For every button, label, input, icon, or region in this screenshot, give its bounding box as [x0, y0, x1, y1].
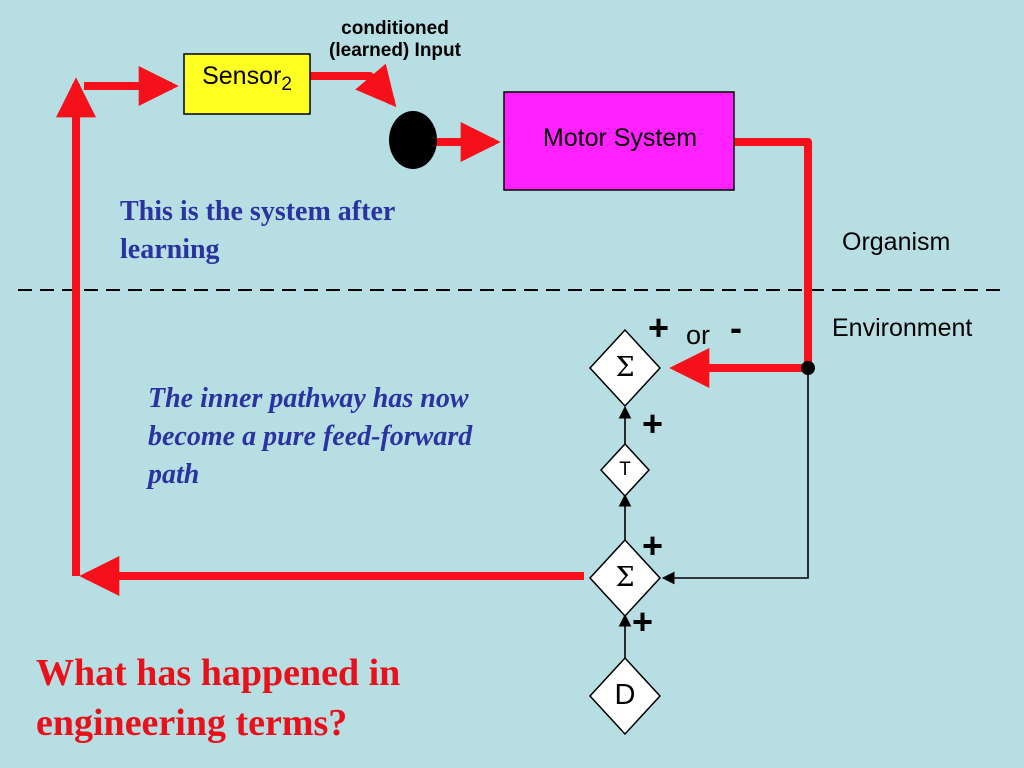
plus-sign-disturbance: +	[632, 601, 654, 642]
plus-sign-delay: +	[642, 403, 664, 444]
environment-feedback-line	[661, 368, 809, 585]
sum-node-bottom	[588, 538, 662, 618]
sensor-label: Sensor2	[184, 62, 310, 96]
delay-node	[599, 442, 651, 498]
sensor-box	[183, 53, 311, 115]
or-label: or	[686, 320, 711, 350]
question-heading: What has happened in engineering terms?	[36, 652, 401, 744]
sum-top-glyph: Σ	[615, 352, 635, 383]
motor-system-label: Motor System	[542, 124, 698, 152]
learned-input-node	[389, 111, 437, 169]
conditioned-input-label: conditioned (learned) Input	[329, 18, 461, 61]
disturbance-node	[588, 656, 662, 736]
environment-label: Environment	[832, 314, 973, 342]
junction-dot	[801, 361, 815, 375]
after-learning-caption: This is the system after learning	[120, 196, 395, 265]
organism-label: Organism	[842, 228, 951, 256]
plus-sign-sum-bottom: +	[642, 525, 664, 566]
sum-node-top	[588, 328, 662, 408]
delay-glyph: T	[619, 459, 631, 480]
sensor-label-text: Sensor	[202, 62, 282, 90]
plus-sign-top: +	[648, 307, 670, 348]
conditioned-input-path	[310, 63, 397, 108]
motor-system-box	[503, 91, 735, 191]
disturbance-glyph: D	[614, 679, 636, 711]
motor-output-path	[669, 138, 812, 388]
sum-bottom-glyph: Σ	[615, 562, 635, 593]
inner-pathway-caption: The inner pathway has now become a pure …	[148, 383, 473, 490]
minus-sign-top: -	[730, 307, 742, 348]
sensor-subscript: 2	[281, 74, 292, 95]
